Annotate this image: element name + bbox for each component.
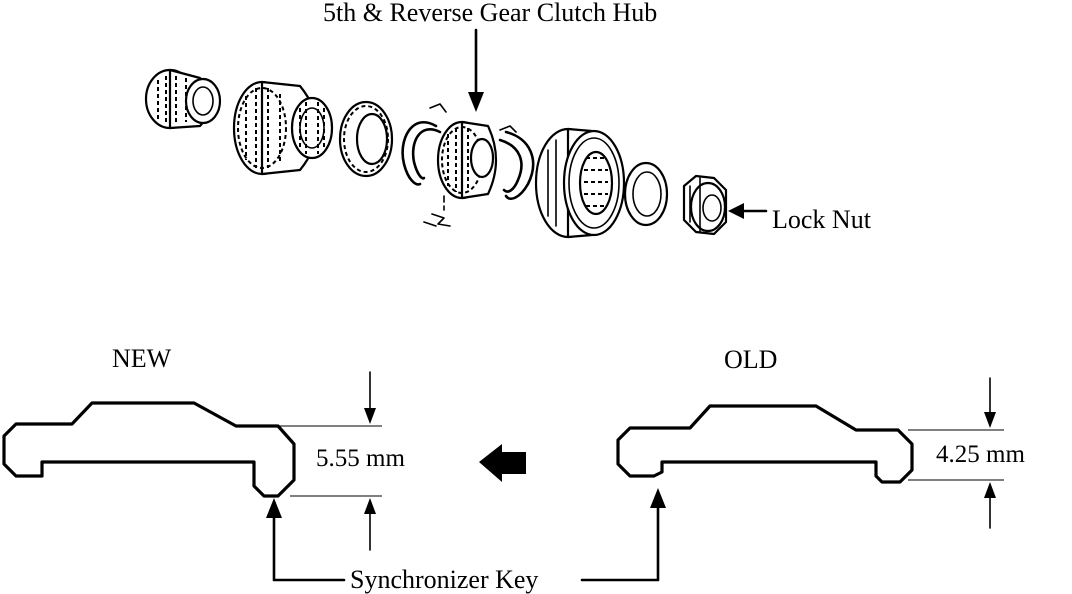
gear-sleeve-part bbox=[144, 68, 222, 130]
synchronizer-key-arrows bbox=[266, 488, 666, 582]
old-dimension-lines bbox=[908, 377, 1004, 529]
synchronizer-ring-part bbox=[338, 100, 394, 178]
clutch-hub-part bbox=[423, 120, 498, 227]
thrust-washer-part bbox=[623, 161, 669, 227]
lock-nut-arrow bbox=[728, 203, 768, 219]
old-synchronizer-key bbox=[616, 404, 914, 484]
replacement-direction-arrow bbox=[479, 444, 526, 482]
old-dimension-value: 4.25 mm bbox=[936, 441, 1025, 468]
reverse-gear-sleeve-part bbox=[534, 127, 626, 239]
new-dimension-value: 5.55 mm bbox=[316, 445, 405, 472]
synchronizer-key-label: Synchronizer Key bbox=[350, 565, 538, 594]
clutch-hub-label: 5th & Reverse Gear Clutch Hub bbox=[323, 0, 657, 27]
exploded-gear-assembly bbox=[144, 68, 728, 239]
fifth-gear-part bbox=[232, 80, 334, 176]
lock-nut-label: Lock Nut bbox=[772, 205, 872, 234]
old-label: OLD bbox=[724, 345, 777, 374]
new-synchronizer-key bbox=[2, 401, 296, 498]
snap-ring-left-part bbox=[401, 103, 447, 186]
clutch-hub-arrow bbox=[468, 28, 484, 112]
snap-ring-right-part bbox=[498, 125, 535, 200]
new-label: NEW bbox=[112, 344, 172, 373]
lock-nut-part bbox=[682, 174, 728, 236]
new-dimension-lines bbox=[280, 371, 382, 551]
